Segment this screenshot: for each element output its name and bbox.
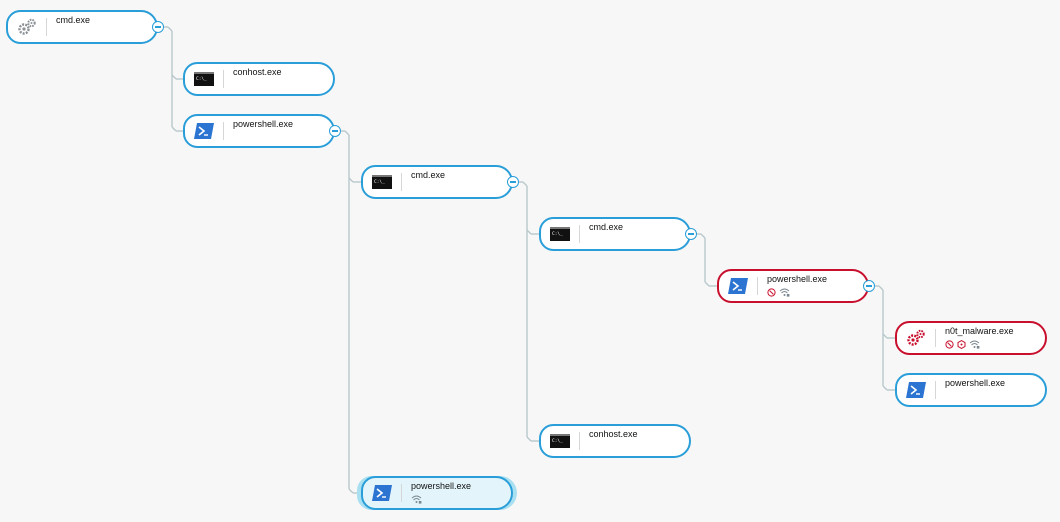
separator: [935, 381, 936, 399]
process-node-powershell-alert[interactable]: powershell.exe: [717, 269, 869, 303]
network-icon: [779, 288, 790, 297]
network-icon: [969, 340, 980, 349]
indicator-badges: [767, 287, 790, 297]
collapse-toggle-icon[interactable]: [863, 280, 875, 292]
separator: [46, 18, 47, 36]
terminal-icon: C:\_: [372, 173, 392, 191]
process-node-powershell-selected[interactable]: powershell.exe: [361, 476, 513, 510]
indicator-badges: [411, 494, 422, 504]
process-node-powershell[interactable]: powershell.exe: [895, 373, 1047, 407]
separator: [757, 277, 758, 295]
tree-connector: [348, 177, 354, 183]
terminal-icon: C:\_: [550, 225, 570, 243]
tree-connector: [704, 281, 710, 287]
tree-connector: [882, 385, 888, 391]
process-name: conhost.exe: [233, 67, 282, 77]
powershell-icon: [194, 122, 214, 140]
tree-connector: [700, 233, 706, 239]
alert-circle-icon: [767, 287, 776, 297]
separator: [579, 225, 580, 243]
network-icon: [411, 495, 422, 504]
process-node-malware-alert[interactable]: n0t_malware.exe: [895, 321, 1047, 355]
process-node-cmd[interactable]: C:\_ cmd.exe: [539, 217, 691, 251]
process-name: powershell.exe: [945, 378, 1006, 388]
powershell-icon: [372, 484, 392, 502]
indicator-badges: [945, 339, 980, 349]
alert-circle-icon: [945, 339, 954, 349]
process-name: cmd.exe: [56, 15, 91, 25]
svg-text:C:\_: C:\_: [374, 179, 385, 185]
tree-connector: [171, 126, 177, 132]
minus-bar: [332, 130, 338, 132]
process-name: powershell.exe: [233, 119, 294, 129]
process-name: powershell.exe: [411, 481, 472, 491]
gears-red-icon: [906, 329, 926, 347]
process-name: cmd.exe: [411, 170, 446, 180]
terminal-icon: C:\_: [194, 70, 214, 88]
separator: [935, 329, 936, 347]
svg-text:C:\_: C:\_: [552, 438, 563, 444]
minus-bar: [155, 26, 161, 28]
minus-bar: [866, 285, 872, 287]
process-node-cmd[interactable]: C:\_ cmd.exe: [361, 165, 513, 199]
minus-bar: [688, 233, 694, 235]
process-name: conhost.exe: [589, 429, 638, 439]
tree-connector: [167, 26, 173, 32]
process-node-cmd[interactable]: cmd.exe: [6, 10, 158, 44]
separator: [223, 122, 224, 140]
tree-connector: [348, 488, 354, 494]
minus-bar: [510, 181, 516, 183]
collapse-toggle-icon[interactable]: [685, 228, 697, 240]
powershell-icon: [906, 381, 926, 399]
process-name: cmd.exe: [589, 222, 624, 232]
svg-text:C:\_: C:\_: [552, 231, 563, 237]
hexagon-icon: [957, 339, 966, 349]
terminal-icon: C:\_: [550, 432, 570, 450]
process-node-conhost[interactable]: C:\_ conhost.exe: [539, 424, 691, 458]
collapse-toggle-icon[interactable]: [329, 125, 341, 137]
tree-connector: [526, 436, 532, 442]
process-node-powershell[interactable]: powershell.exe: [183, 114, 335, 148]
powershell-icon: [728, 277, 748, 295]
collapse-toggle-icon[interactable]: [152, 21, 164, 33]
collapse-toggle-icon[interactable]: [507, 176, 519, 188]
process-node-conhost[interactable]: C:\_ conhost.exe: [183, 62, 335, 96]
tree-connector: [526, 229, 532, 235]
separator: [401, 484, 402, 502]
tree-connector: [344, 130, 350, 136]
tree-connector: [522, 181, 528, 187]
process-name: n0t_malware.exe: [945, 326, 1014, 336]
svg-text:C:\_: C:\_: [196, 76, 207, 82]
tree-connector: [171, 74, 177, 80]
separator: [401, 173, 402, 191]
tree-connector: [878, 285, 884, 291]
process-name: powershell.exe: [767, 274, 828, 284]
tree-connector: [882, 333, 888, 339]
separator: [223, 70, 224, 88]
separator: [579, 432, 580, 450]
gears-icon: [17, 18, 37, 36]
